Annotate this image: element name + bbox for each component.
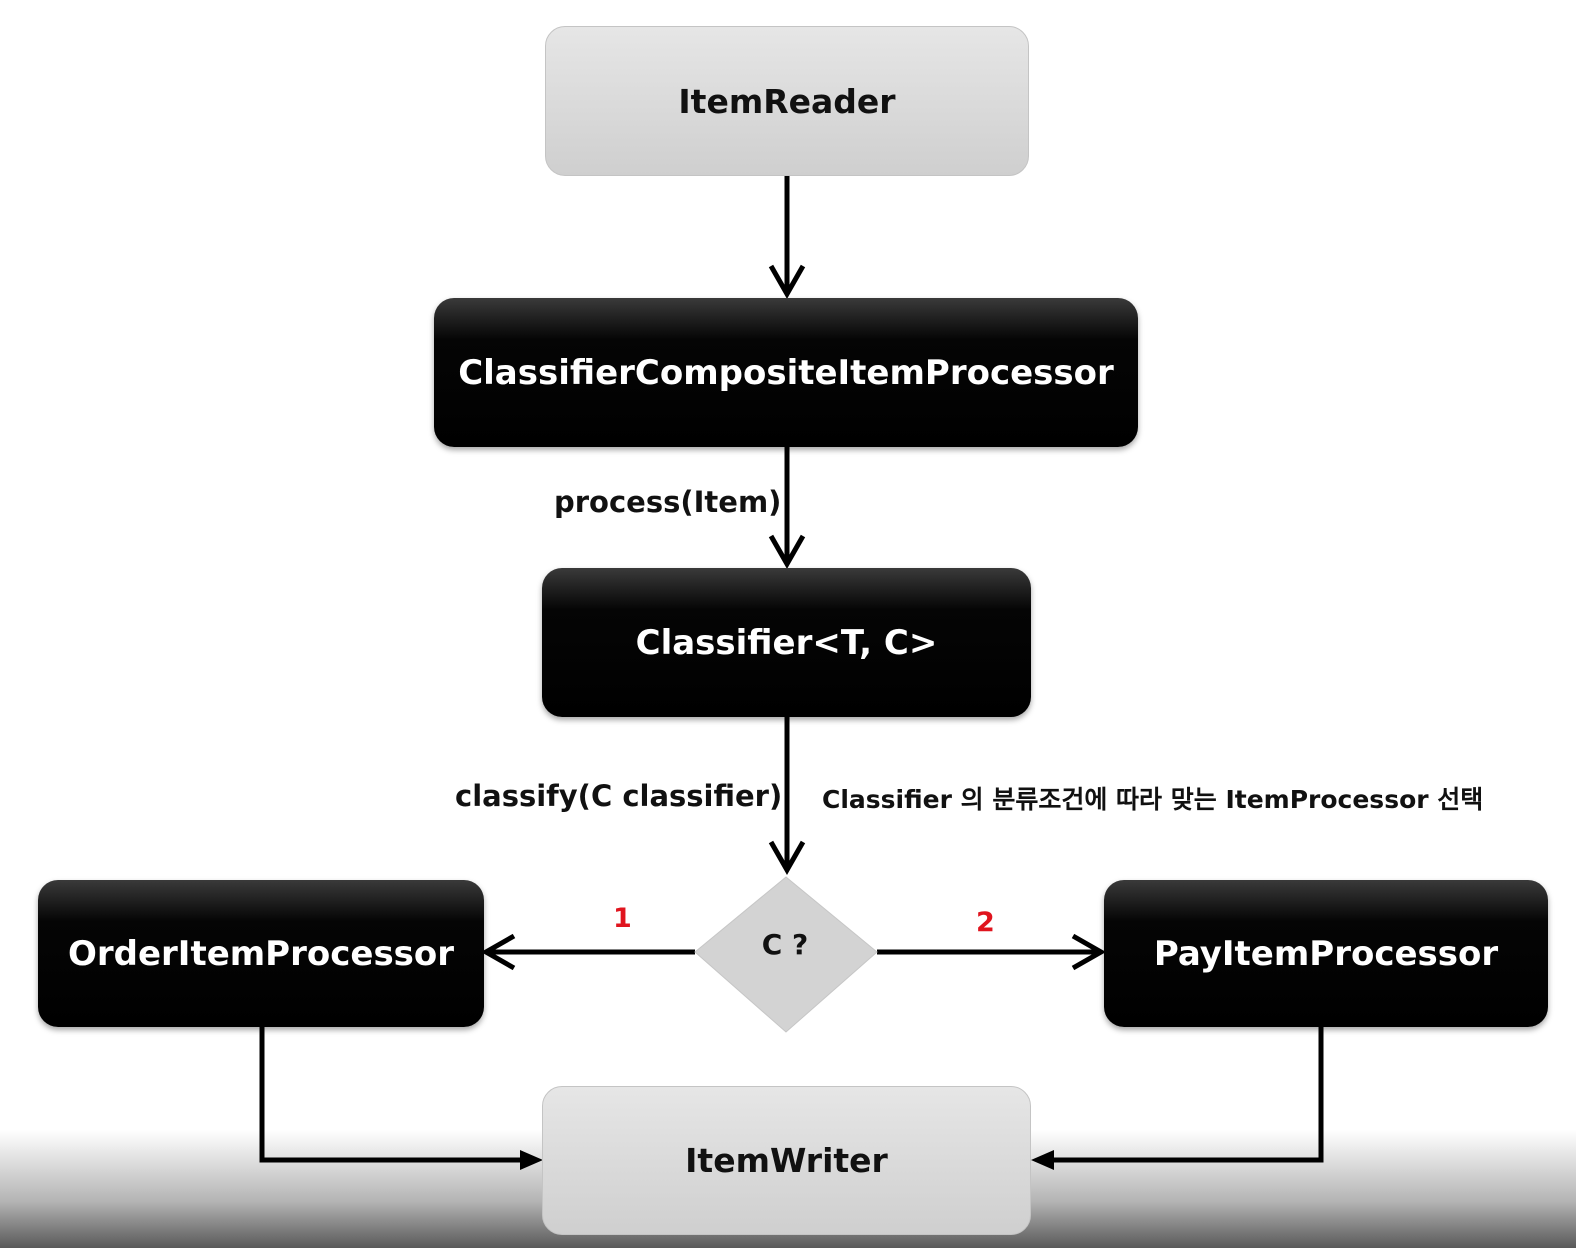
decision-diamond [694, 876, 878, 1033]
arrowhead-classifier-to-decision [768, 840, 806, 876]
branch-1-number: 1 [613, 903, 632, 934]
arrow-order-to-writer [259, 1027, 524, 1163]
item-writer-label: ItemWriter [685, 1141, 888, 1180]
arrow-pay-to-writer [1050, 1027, 1324, 1163]
order-item-processor-label: OrderItemProcessor [67, 933, 455, 974]
classifier-box: Classifier<T, C> [542, 568, 1031, 717]
arrowhead-decision-to-order [480, 933, 516, 971]
arrowhead-order-to-writer [520, 1150, 543, 1170]
pay-item-processor-box: PayItemProcessor [1104, 880, 1548, 1027]
decision-label: C ? [761, 928, 809, 961]
classifier-label: Classifier<T, C> [635, 622, 938, 663]
item-reader-label: ItemReader [678, 81, 896, 121]
item-writer-box: ItemWriter [542, 1086, 1031, 1235]
classifier-composite-label: ClassifierCompositeItemProcessor [458, 352, 1114, 393]
classify-label: classify(C classifier) [455, 779, 783, 813]
classifier-composite-box: ClassifierCompositeItemProcessor [434, 298, 1138, 447]
arrowhead-decision-to-pay [1071, 933, 1107, 971]
process-label: process(Item) [554, 485, 782, 519]
order-item-processor-box: OrderItemProcessor [38, 880, 484, 1027]
branch-2-number: 2 [976, 907, 995, 938]
arrowhead-reader-to-composite [768, 264, 806, 300]
item-reader-box: ItemReader [545, 26, 1029, 176]
selection-note: Classifier 의 분류조건에 따라 맞는 ItemProcessor 선… [822, 785, 1484, 814]
arrowhead-composite-to-classifier [768, 534, 806, 570]
arrowhead-pay-to-writer [1031, 1150, 1054, 1170]
pay-item-processor-label: PayItemProcessor [1153, 933, 1499, 974]
